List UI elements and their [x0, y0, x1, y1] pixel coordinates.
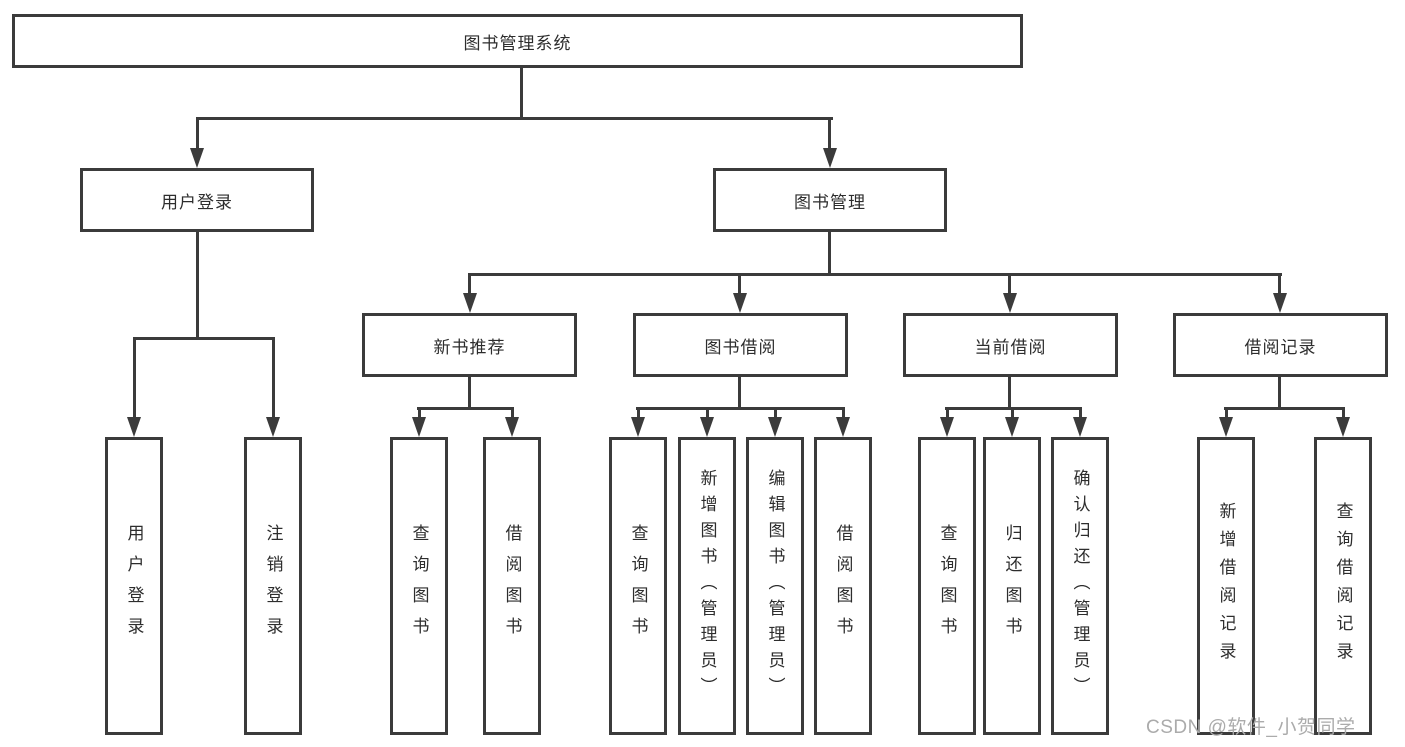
node-user-login: 用户登录 [80, 168, 314, 232]
node-library-management-system: 图书管理系统 [12, 14, 1023, 68]
arrow-down-icon [768, 417, 782, 437]
arrow-down-icon [1003, 293, 1017, 313]
arrow-down-icon [836, 417, 850, 437]
arrow-down-icon [940, 417, 954, 437]
leaf-edit-books-admin: 编辑图书（管理员） [746, 437, 804, 735]
leaf-add-books-admin: 新增图书（管理员） [678, 437, 736, 735]
connector-main-bus [196, 117, 833, 120]
arrow-down-icon [1273, 293, 1287, 313]
connector-line [196, 117, 199, 148]
node-borrowing-records: 借阅记录 [1173, 313, 1388, 377]
connector-line [828, 117, 831, 148]
arrow-down-icon [463, 293, 477, 313]
connector-line [706, 407, 709, 417]
node-book-borrowing: 图书借阅 [633, 313, 848, 377]
connector-line [1342, 407, 1345, 417]
node-label: 查询图书 [628, 524, 648, 648]
connector-mid-bus [468, 273, 1282, 276]
connector-sub-bus [417, 407, 514, 410]
leaf-query-books-borrowing: 查询图书 [609, 437, 667, 735]
arrow-down-icon [190, 148, 204, 168]
connector-line [738, 273, 741, 294]
node-label: 图书管理系统 [463, 33, 572, 53]
node-label: 用户登录 [161, 192, 233, 212]
arrow-down-icon [1336, 417, 1350, 437]
connector-line [946, 407, 949, 417]
node-label: 归还图书 [1002, 524, 1022, 648]
node-label: 借阅记录 [1244, 337, 1317, 357]
node-label: 新增图书（管理员） [697, 469, 717, 703]
node-new-book-recommend: 新书推荐 [362, 313, 577, 377]
connector-line [828, 230, 831, 276]
leaf-logout: 注销登录 [244, 437, 302, 735]
arrow-down-icon [412, 417, 426, 437]
node-label: 图书借阅 [704, 337, 777, 357]
leaf-query-books-current: 查询图书 [918, 437, 976, 735]
connector-line [1008, 374, 1011, 407]
leaf-query-books-recommend: 查询图书 [390, 437, 448, 735]
connector-sub-bus [133, 337, 275, 340]
node-label: 查询借阅记录 [1333, 502, 1353, 670]
leaf-user-login: 用户登录 [105, 437, 163, 735]
leaf-borrow-books: 借阅图书 [814, 437, 872, 735]
connector-root-drop [520, 68, 523, 118]
watermark: CSDN @软件_小贺同学 [1146, 717, 1356, 738]
node-label: 查询图书 [937, 524, 957, 648]
connector-line [738, 374, 741, 407]
connector-line [511, 407, 514, 417]
leaf-return-books: 归还图书 [983, 437, 1041, 735]
node-label: 新书推荐 [433, 337, 506, 357]
arrow-down-icon [1005, 417, 1019, 437]
node-book-management: 图书管理 [713, 168, 947, 232]
arrow-down-icon [631, 417, 645, 437]
leaf-borrow-books-recommend: 借阅图书 [483, 437, 541, 735]
connector-sub-bus [1224, 407, 1345, 410]
node-label: 新增借阅记录 [1216, 502, 1236, 670]
node-label: 借阅图书 [502, 524, 522, 648]
leaf-add-borrow-record: 新增借阅记录 [1197, 437, 1255, 735]
leaf-confirm-return-admin: 确认归还（管理员） [1051, 437, 1109, 735]
arrow-down-icon [505, 417, 519, 437]
arrow-down-icon [700, 417, 714, 437]
connector-line [196, 230, 199, 340]
arrow-down-icon [127, 417, 141, 437]
leaf-query-borrow-record: 查询借阅记录 [1314, 437, 1372, 735]
connector-line [1011, 407, 1014, 417]
connector-line [418, 407, 421, 417]
connector-line [133, 337, 136, 417]
arrow-down-icon [1219, 417, 1233, 437]
connector-line [1225, 407, 1228, 417]
arrow-down-icon [823, 148, 837, 168]
connector-line [842, 407, 845, 417]
connector-sub-bus [636, 407, 845, 410]
connector-line [468, 273, 471, 294]
arrow-down-icon [1073, 417, 1087, 437]
node-label: 编辑图书（管理员） [765, 469, 785, 703]
node-label: 注销登录 [263, 524, 283, 648]
connector-line [1278, 374, 1281, 407]
node-label: 确认归还（管理员） [1070, 469, 1090, 703]
node-label: 借阅图书 [833, 524, 853, 648]
node-current-borrowing: 当前借阅 [903, 313, 1118, 377]
node-label: 用户登录 [124, 524, 144, 648]
connector-line [637, 407, 640, 417]
connector-line [1008, 273, 1011, 294]
connector-line [1079, 407, 1082, 417]
node-label: 当前借阅 [974, 337, 1047, 357]
node-label: 查询图书 [409, 524, 429, 648]
arrow-down-icon [266, 417, 280, 437]
connector-line [468, 374, 471, 407]
connector-line [774, 407, 777, 417]
node-label: 图书管理 [794, 192, 866, 212]
arrow-down-icon [733, 293, 747, 313]
connector-line [1278, 273, 1281, 294]
connector-line [272, 337, 275, 417]
